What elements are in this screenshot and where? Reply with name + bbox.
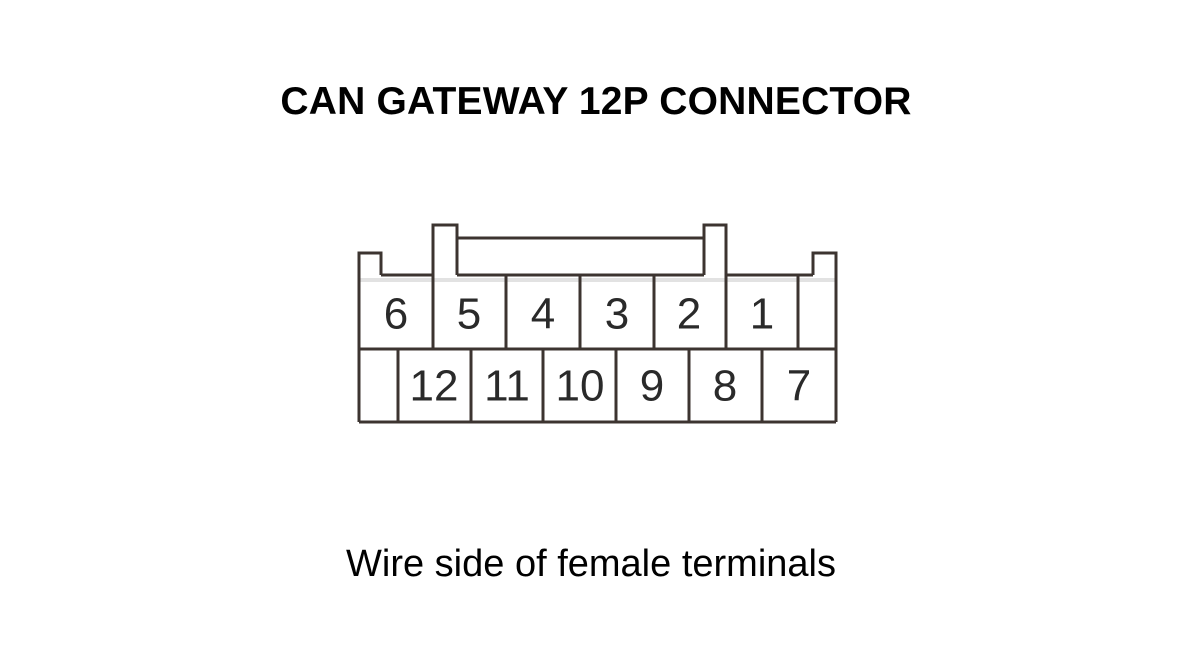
diagram-caption: Wire side of female terminals [346, 543, 836, 585]
terminal-label: 11 [484, 362, 530, 411]
bottom-row-labels: 12 11 10 9 8 7 [410, 362, 812, 411]
terminal-label: 1 [750, 290, 774, 339]
diagram-title: CAN GATEWAY 12P CONNECTOR [280, 80, 912, 123]
terminal-label: 3 [605, 290, 629, 339]
terminal-label: 6 [384, 290, 408, 339]
terminal-label: 10 [556, 362, 605, 411]
terminal-label: 12 [410, 362, 459, 411]
terminal-label: 8 [713, 362, 737, 411]
connector-housing [357, 223, 838, 424]
terminal-label: 4 [531, 290, 555, 339]
terminal-label: 9 [640, 362, 664, 411]
terminal-label: 7 [787, 362, 811, 411]
terminal-label: 5 [457, 290, 481, 339]
terminal-label: 2 [677, 290, 701, 339]
top-row-labels: 6 5 4 3 2 1 [384, 290, 774, 339]
